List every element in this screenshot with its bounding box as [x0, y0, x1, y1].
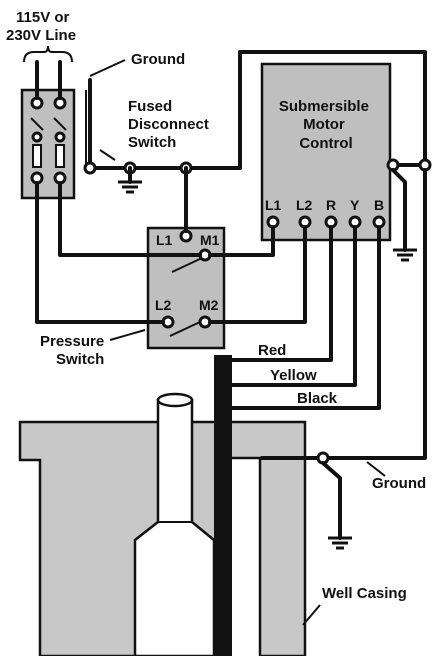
terminal-r-label: R	[326, 197, 336, 213]
fused-disconnect-switch	[20, 88, 87, 200]
ps-m2-label: M2	[199, 297, 219, 313]
ground-bottom-label: Ground	[372, 475, 426, 492]
motor-control-label: Submersible Motor Control	[279, 98, 373, 152]
wire-red-label: Red	[258, 342, 286, 359]
ps-l1-label: L1	[156, 232, 173, 248]
line-voltage-line1: 115V or	[16, 9, 70, 26]
motor-control-box	[260, 62, 392, 242]
well-casing	[18, 392, 307, 656]
disconnect-label: Fused Disconnect Switch	[128, 98, 213, 151]
ps-l2-label: L2	[155, 297, 172, 313]
pressure-switch-label: Pressure Switch	[40, 333, 108, 368]
line-voltage-line2: 230V Line	[6, 27, 76, 44]
terminal-l1-label: L1	[265, 197, 282, 213]
line-voltage-label: 115V or 230V Line	[6, 9, 76, 44]
ps-m1-label: M1	[200, 232, 220, 248]
terminal-l2-label: L2	[296, 197, 313, 213]
wire-yellow-label: Yellow	[270, 367, 317, 384]
terminal-y-label: Y	[350, 197, 360, 213]
ground-top-label: Ground	[131, 51, 185, 68]
well-casing-label: Well Casing	[322, 585, 407, 602]
drop-cable	[214, 355, 232, 656]
terminal-b-label: B	[374, 197, 384, 213]
wire-black-label: Black	[297, 390, 338, 407]
